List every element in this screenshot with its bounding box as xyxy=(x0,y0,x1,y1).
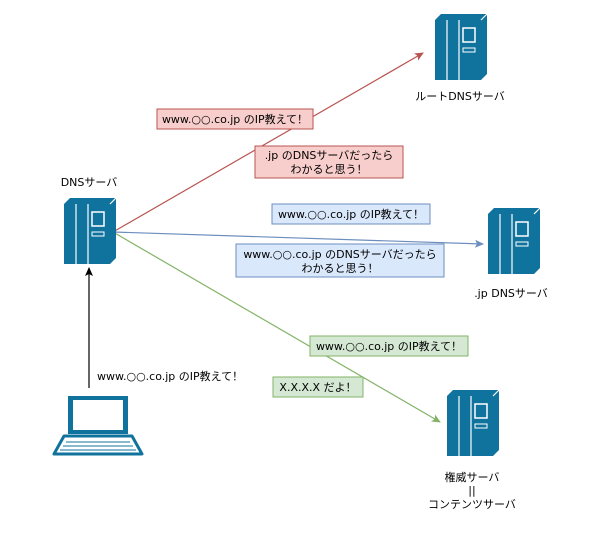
root-dns-server-label: ルートDNSサーバ xyxy=(415,90,505,103)
authoritative-server-label-line2: || xyxy=(468,484,475,497)
root-reply-box xyxy=(254,145,404,179)
auth-query-text: www.○○.co.jp のIP教えて！ xyxy=(316,340,462,353)
root-dns-server-icon xyxy=(434,13,488,81)
root-query-box xyxy=(156,108,314,130)
dns-jp-arrow xyxy=(104,227,484,248)
dns-auth-arrow xyxy=(104,224,441,423)
auth-query-box xyxy=(309,335,469,357)
dns-root-arrow xyxy=(104,52,424,240)
authoritative-server-label-line1: 権威サーバ xyxy=(445,470,500,484)
auth-reply-box xyxy=(272,376,364,398)
auth-reply-text: X.X.X.X だよ！ xyxy=(279,381,356,394)
jp-query-box xyxy=(271,203,431,225)
jp-dns-server-icon xyxy=(487,207,541,275)
client-query-label: www.○○.co.jp のIP教えて！ xyxy=(97,370,243,383)
jp-dns-server-label: .jp DNSサーバ xyxy=(474,287,548,300)
jp-reply-box xyxy=(235,243,445,278)
dns-server-icon xyxy=(63,197,117,265)
jp-query-text: www.○○.co.jp のIP教えて！ xyxy=(278,208,424,221)
laptop-icon xyxy=(52,396,144,456)
jp-reply-text-line1: www.○○.co.jp のDNSサーバだったら xyxy=(243,248,436,261)
jp-reply-text-line2: わかると思う！ xyxy=(302,262,379,275)
root-reply-text-line1: .jp のDNSサーバだったら xyxy=(265,149,394,162)
authoritative-server-icon xyxy=(446,389,500,457)
root-reply-text-line2: わかると思う！ xyxy=(291,163,368,176)
authoritative-server-label-line3: コンテンツサーバ xyxy=(428,498,516,511)
root-query-text: www.○○.co.jp のIP教えて！ xyxy=(162,113,308,126)
dns-server-label: DNSサーバ xyxy=(61,176,118,189)
